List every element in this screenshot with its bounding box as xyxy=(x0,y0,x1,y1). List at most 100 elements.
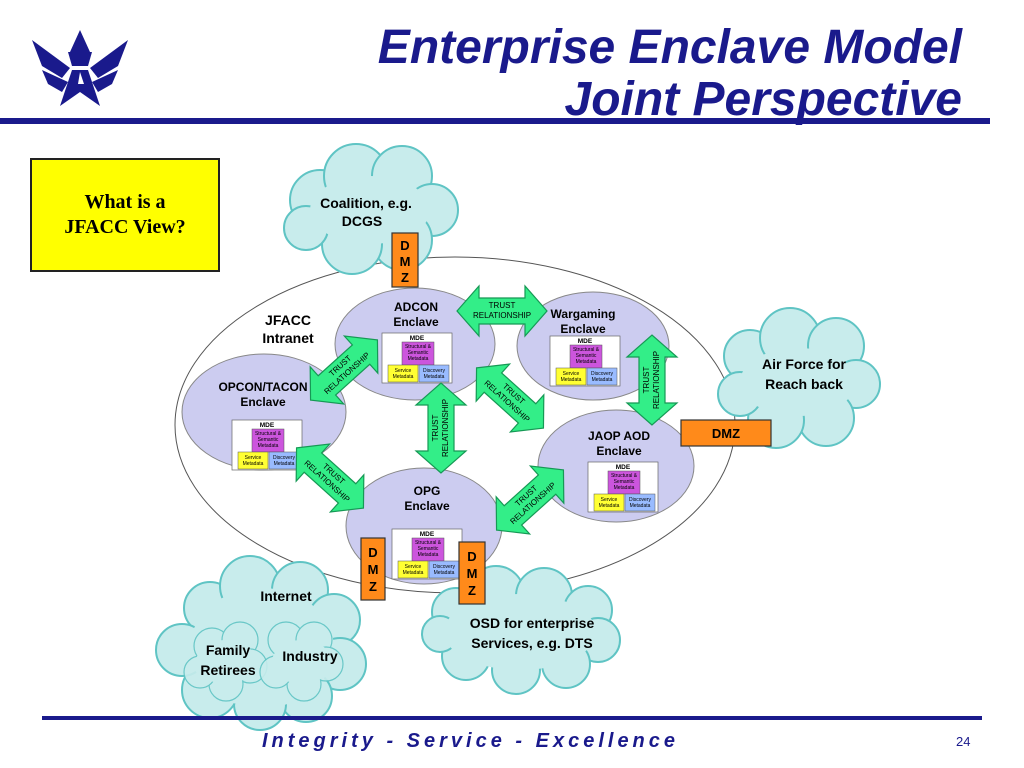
mde-service-1: Service xyxy=(563,371,580,377)
mde-structural-1: Structural & xyxy=(415,540,442,546)
mde-discovery-2: Metadata xyxy=(592,377,613,383)
dmz-letter-z: Z xyxy=(369,579,377,594)
mde-service-2: Metadata xyxy=(243,461,264,467)
trust-label-1: TRUST xyxy=(489,301,516,310)
dmz-letter-d: D xyxy=(467,549,476,564)
trust-label-1: TRUST xyxy=(642,367,651,394)
wargaming-label-1: Wargaming xyxy=(551,307,616,321)
mde-structural-2: Semantic xyxy=(258,437,279,443)
adcon-label-1: ADCON xyxy=(394,300,438,314)
mde-structural-2: Semantic xyxy=(418,546,439,552)
airforce-label-1: Air Force for xyxy=(762,356,847,372)
coalition-label-2: DCGS xyxy=(342,213,382,229)
mde-structural-1: Structural & xyxy=(405,344,432,350)
mde-discovery-2: Metadata xyxy=(434,570,455,576)
mde-service-2: Metadata xyxy=(561,377,582,383)
mde-service-2: Metadata xyxy=(599,503,620,509)
dmz-letter-m: M xyxy=(400,254,411,269)
mde-discovery-1: Discovery xyxy=(433,564,455,570)
internet-label: Internet xyxy=(260,588,312,604)
mde-service-1: Service xyxy=(601,497,618,503)
family-label-1: Family xyxy=(206,642,251,658)
mde-opcon: MDE Structural & Semantic Metadata Servi… xyxy=(231,419,303,471)
trust-arrow-wargaming-jaop: TRUST RELATIONSHIP xyxy=(626,334,678,426)
mde-discovery-2: Metadata xyxy=(424,374,445,380)
mde-structural-1: Structural & xyxy=(255,431,282,437)
opcon-label-2: Enclave xyxy=(240,395,286,409)
cloud-airforce xyxy=(717,307,881,449)
question-line-1: What is a xyxy=(84,191,166,213)
mde-discovery-2: Metadata xyxy=(274,461,295,467)
dmz-letter-m: M xyxy=(467,566,478,581)
opcon-label-1: OPCON/TACON xyxy=(218,380,307,394)
dmz-letter-z: Z xyxy=(468,583,476,598)
mde-structural-3: Metadata xyxy=(258,443,279,449)
opg-label-2: Enclave xyxy=(404,499,450,513)
mde-discovery-2: Metadata xyxy=(630,503,651,509)
opg-label-1: OPG xyxy=(414,484,441,498)
dmz-internet: D M Z xyxy=(360,537,386,601)
trust-label-2: RELATIONSHIP xyxy=(441,399,450,457)
trust-label-2: RELATIONSHIP xyxy=(473,311,531,320)
airforce-label-2: Reach back xyxy=(765,376,843,392)
trust-label-1: TRUST xyxy=(431,415,440,442)
mde-structural-3: Metadata xyxy=(576,359,597,365)
page-number: 24 xyxy=(956,734,971,749)
mde-service-2: Metadata xyxy=(393,374,414,380)
cloud-family xyxy=(183,621,268,702)
trust-arrow-adcon-opg: TRUST RELATIONSHIP xyxy=(415,382,467,474)
dmz-horizontal-label: DMZ xyxy=(712,426,740,441)
title-line-1: Enterprise Enclave Model xyxy=(377,21,962,74)
mde-structural-3: Metadata xyxy=(408,356,429,362)
mde-jaop: MDE Structural & Semantic Metadata Servi… xyxy=(587,461,659,513)
intranet-label-2: Intranet xyxy=(262,330,314,346)
mde-service-1: Service xyxy=(395,368,412,374)
mde-structural-2: Semantic xyxy=(408,350,429,356)
mde-adcon: MDE Structural & Semantic Metadata Servi… xyxy=(381,332,453,384)
dmz-letter-m: M xyxy=(368,562,379,577)
mde-title: MDE xyxy=(260,422,275,429)
dmz-letter-z: Z xyxy=(401,270,409,285)
footer-rule xyxy=(42,716,982,720)
footer-motto: Integrity - Service - Excellence xyxy=(262,730,680,752)
mde-discovery-1: Discovery xyxy=(273,455,295,461)
mde-title: MDE xyxy=(420,531,435,538)
adcon-label-2: Enclave xyxy=(393,315,439,329)
dmz-osd: D M Z xyxy=(458,541,486,605)
jaop-label-1: JAOP AOD xyxy=(588,429,650,443)
mde-structural-1: Structural & xyxy=(573,347,600,353)
trust-arrow-adcon-wargaming: TRUST RELATIONSHIP xyxy=(456,285,548,337)
jaop-label-2: Enclave xyxy=(596,444,642,458)
mde-title: MDE xyxy=(578,338,593,345)
dmz-letter-d: D xyxy=(400,238,409,253)
mde-structural-2: Semantic xyxy=(576,353,597,359)
wargaming-label-2: Enclave xyxy=(560,322,606,336)
intranet-label-1: JFACC xyxy=(265,312,311,328)
mde-service-1: Service xyxy=(245,455,262,461)
trust-label-2: RELATIONSHIP xyxy=(652,351,661,409)
cloud-internet-group xyxy=(155,555,367,731)
industry-label: Industry xyxy=(282,648,337,664)
mde-structural-3: Metadata xyxy=(418,552,439,558)
mde-structural-1: Structural & xyxy=(611,473,638,479)
mde-title: MDE xyxy=(410,335,425,342)
dmz-letter-d: D xyxy=(368,545,377,560)
coalition-label-1: Coalition, e.g. xyxy=(320,195,412,211)
mde-title: MDE xyxy=(616,464,631,471)
mde-wargaming: MDE Structural & Semantic Metadata Servi… xyxy=(549,335,621,387)
mde-structural-2: Semantic xyxy=(614,479,635,485)
title-rule xyxy=(0,118,990,124)
mde-service-2: Metadata xyxy=(403,570,424,576)
mde-service-1: Service xyxy=(405,564,422,570)
question-line-2: JFACC View? xyxy=(64,216,186,238)
mde-discovery-1: Discovery xyxy=(591,371,613,377)
dmz-coalition: D M Z xyxy=(391,232,419,288)
osd-label-1: OSD for enterprise xyxy=(470,615,595,631)
dmz-airforce: DMZ xyxy=(680,419,772,447)
mde-discovery-1: Discovery xyxy=(423,368,445,374)
mde-discovery-1: Discovery xyxy=(629,497,651,503)
air-force-wings-icon xyxy=(32,30,128,106)
family-label-2: Retirees xyxy=(200,662,255,678)
